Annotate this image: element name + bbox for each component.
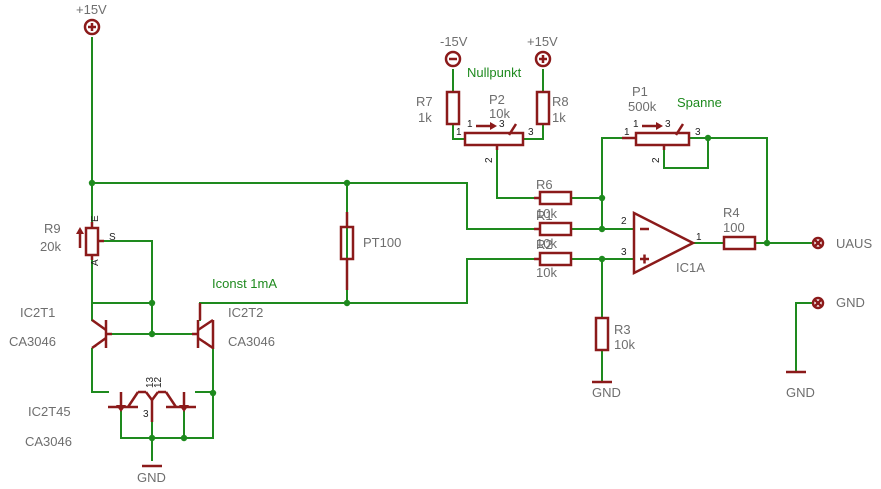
transistor-pair-ic2t45: IC2T45 CA3046 3 12 13	[25, 376, 196, 449]
r4-value: 100	[723, 220, 745, 235]
ic2t2-part: CA3046	[228, 334, 275, 349]
r9-name: R9	[44, 221, 61, 236]
net-label-nullpunkt: Nullpunkt	[467, 65, 522, 80]
supply-plus15-right: +15V	[527, 34, 558, 68]
supply-minus15: -15V	[440, 34, 468, 68]
resistor-r7: R7 1k	[416, 90, 461, 126]
ground-bottom-right-label: GND	[786, 385, 815, 400]
r9-pin-e: E	[90, 215, 101, 222]
r9-pin-s: S	[109, 232, 116, 243]
r9-pin-a: A	[90, 259, 101, 266]
junctions	[88, 134, 771, 442]
terminal-gnd-label: GND	[836, 295, 865, 310]
pt100-label: PT100	[363, 235, 401, 250]
ic2t45-part: CA3046	[25, 434, 72, 449]
p2-pin2: 2	[484, 157, 495, 163]
r3-value: 10k	[614, 337, 635, 352]
r9-value: 20k	[40, 239, 61, 254]
opamp-ic1a: 2 3 1 IC1A	[621, 210, 705, 276]
resistor-r6: R6 10k	[534, 177, 573, 221]
p1-value: 500k	[628, 99, 657, 114]
resistor-r1: R1 10k	[534, 208, 573, 251]
r6-name: R6	[536, 177, 553, 192]
ic2t1-part: CA3046	[9, 334, 56, 349]
ground-r3-label: GND	[592, 385, 621, 400]
r7-name: R7	[416, 94, 433, 109]
p2-arrow-pin3: 3	[499, 119, 505, 130]
terminal-uaus-label: UAUS	[836, 236, 872, 251]
p1-arrow-pin1: 1	[633, 119, 639, 130]
ground-r3: GND	[592, 380, 621, 400]
p1-name: P1	[632, 84, 648, 99]
terminal-uaus: UAUS	[811, 236, 872, 251]
r6-value: 10k	[536, 206, 557, 221]
r3-name: R3	[614, 322, 631, 337]
net-label-spanne: Spanne	[677, 95, 722, 110]
r1-value: 10k	[536, 236, 557, 251]
p1-pin3: 3	[695, 127, 701, 138]
r8-value: 1k	[552, 110, 566, 125]
r4-name: R4	[723, 205, 740, 220]
net-label-iconst: Iconst 1mA	[212, 276, 277, 291]
ic2t2-name: IC2T2	[228, 305, 263, 320]
ic2t45-pin3: 3	[143, 409, 149, 420]
supply-plus15-left-label: +15V	[76, 2, 107, 17]
r2-name: R2	[536, 237, 553, 252]
p2-pin3: 3	[528, 127, 534, 138]
potentiometer-p1: P1 500k 1 3 1 3 2	[622, 84, 701, 163]
resistor-r4: R4 100	[722, 205, 757, 251]
ic1a-pin2: 2	[621, 216, 627, 227]
ic2t45-pin12: 12	[153, 376, 164, 388]
ic2t45-pin13: 13	[145, 376, 156, 388]
trimmer-r9: R9 20k S E A	[40, 215, 116, 266]
ic2t1-name: IC2T1	[20, 305, 55, 320]
ground-bottom-right: GND	[786, 370, 815, 400]
terminal-gnd: GND	[811, 295, 865, 310]
resistor-r8: R8 1k	[535, 90, 569, 126]
resistor-r3: R3 10k	[594, 316, 635, 352]
sensor-pt100: PT100	[339, 212, 401, 290]
transistor-ic2t2: IC2T2 CA3046	[192, 303, 275, 350]
r1-name: R1	[536, 208, 553, 223]
r7-value: 1k	[418, 110, 432, 125]
p1-arrow-pin3: 3	[665, 119, 671, 130]
ground-bottom-left-label: GND	[137, 470, 166, 485]
resistor-r2: R2 10k	[534, 237, 573, 280]
p2-value: 10k	[489, 106, 510, 121]
ic1a-name: IC1A	[676, 260, 705, 275]
transistor-ic2t1: IC2T1 CA3046	[9, 305, 112, 350]
potentiometer-p2: P2 10k 1 3 1 3 2	[456, 92, 534, 163]
p1-pin1: 1	[624, 127, 630, 138]
p2-pin1: 1	[456, 127, 462, 138]
p2-arrow-pin1: 1	[467, 119, 473, 130]
ic1a-pin1: 1	[696, 232, 702, 243]
p1-pin2: 2	[651, 157, 662, 163]
ground-bottom-left: GND	[137, 464, 166, 485]
r2-value: 10k	[536, 265, 557, 280]
supply-plus15-left: +15V	[76, 2, 107, 36]
supply-plus15-right-label: +15V	[527, 34, 558, 49]
ic1a-pin3: 3	[621, 247, 627, 258]
p2-name: P2	[489, 92, 505, 107]
supply-minus15-label: -15V	[440, 34, 468, 49]
r8-name: R8	[552, 94, 569, 109]
ic2t45-name: IC2T45	[28, 404, 71, 419]
